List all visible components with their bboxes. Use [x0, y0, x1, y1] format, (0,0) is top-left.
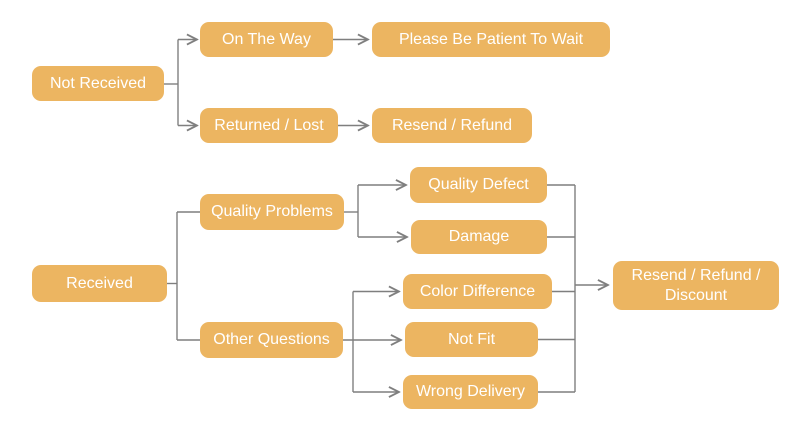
node-quality-defect: Quality Defect — [410, 167, 547, 203]
node-quality-problems: Quality Problems — [200, 194, 344, 230]
node-please-be-patient-to-wait: Please Be Patient To Wait — [372, 22, 610, 57]
node-not-fit: Not Fit — [405, 322, 538, 357]
node-returned-lost: Returned / Lost — [200, 108, 338, 143]
node-received: Received — [32, 265, 167, 302]
node-on-the-way: On The Way — [200, 22, 333, 57]
node-resend-refund-discount: Resend / Refund / Discount — [613, 261, 779, 310]
node-color-difference: Color Difference — [403, 274, 552, 309]
node-other-questions: Other Questions — [200, 322, 343, 358]
node-resend-refund: Resend / Refund — [372, 108, 532, 143]
node-wrong-delivery: Wrong Delivery — [403, 375, 538, 409]
node-damage: Damage — [411, 220, 547, 254]
node-not-received: Not Received — [32, 66, 164, 101]
